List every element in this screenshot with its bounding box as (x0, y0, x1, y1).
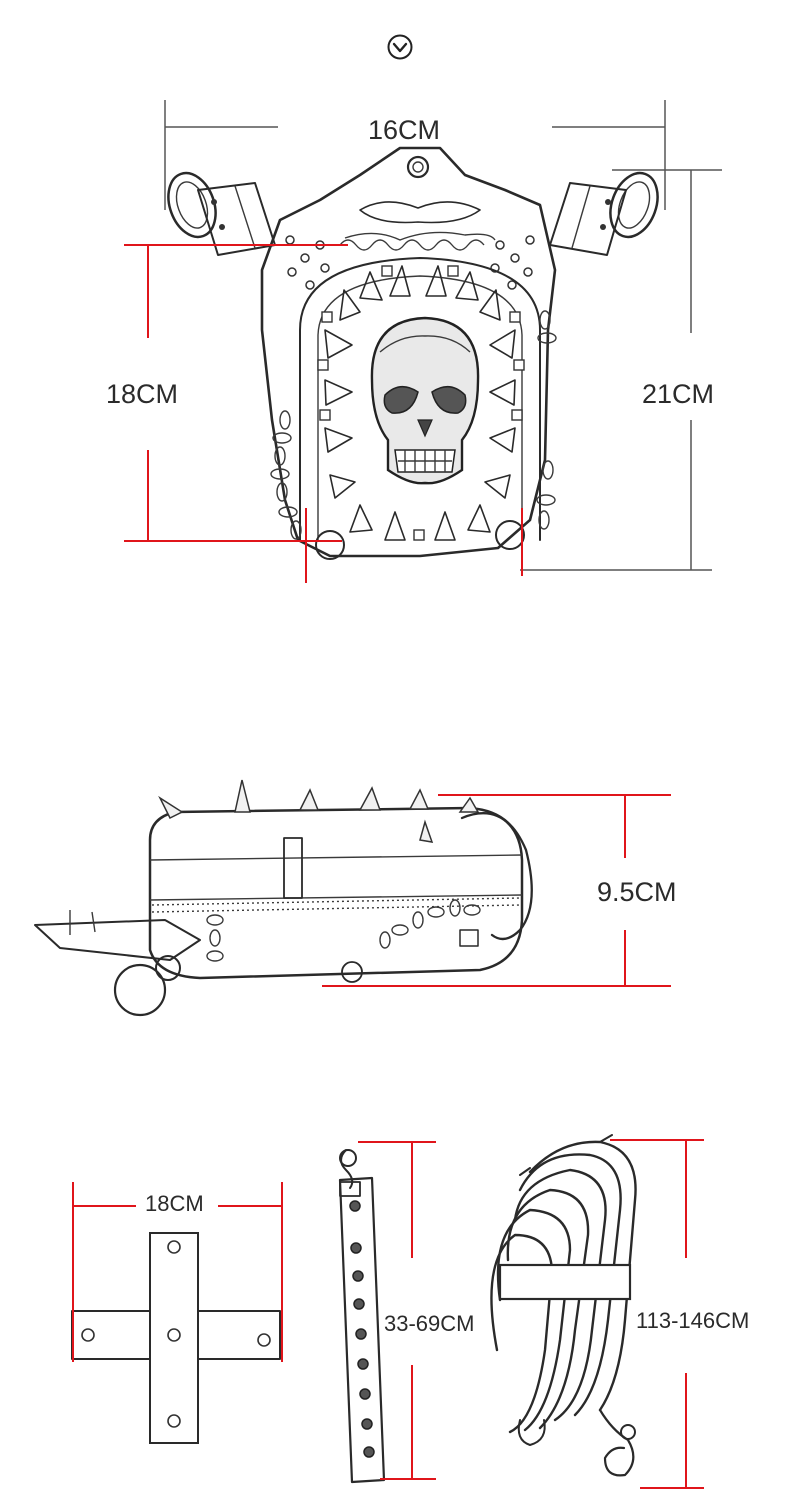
width-label: 16CM (368, 115, 441, 145)
skull-emblem (370, 316, 480, 485)
belt-width-label: 18CM (145, 1191, 204, 1216)
shoulder-strap-length-label: 113-146CM (636, 1308, 750, 1333)
belt-piece-drawing (71, 1232, 281, 1444)
dimension-lines-side (322, 794, 671, 987)
leg-strap-length-label: 33-69CM (384, 1311, 475, 1336)
body-height-label: 18CM (106, 379, 179, 409)
chevron-down-circle-icon[interactable] (387, 34, 413, 60)
total-height-label: 21CM (642, 379, 715, 409)
bag-side-drawing (34, 779, 533, 1017)
bag-front-drawing (167, 146, 659, 560)
leg-strap-drawing (338, 1149, 386, 1484)
depth-label: 9.5CM (597, 877, 677, 907)
shoulder-strap-drawing (490, 1134, 637, 1477)
dimension-lines-shoulder-strap (610, 1139, 704, 1489)
dimension-lines-leg-strap (358, 1141, 436, 1480)
dimension-lines-front (124, 100, 722, 583)
dimension-lines-belt (72, 1182, 283, 1362)
